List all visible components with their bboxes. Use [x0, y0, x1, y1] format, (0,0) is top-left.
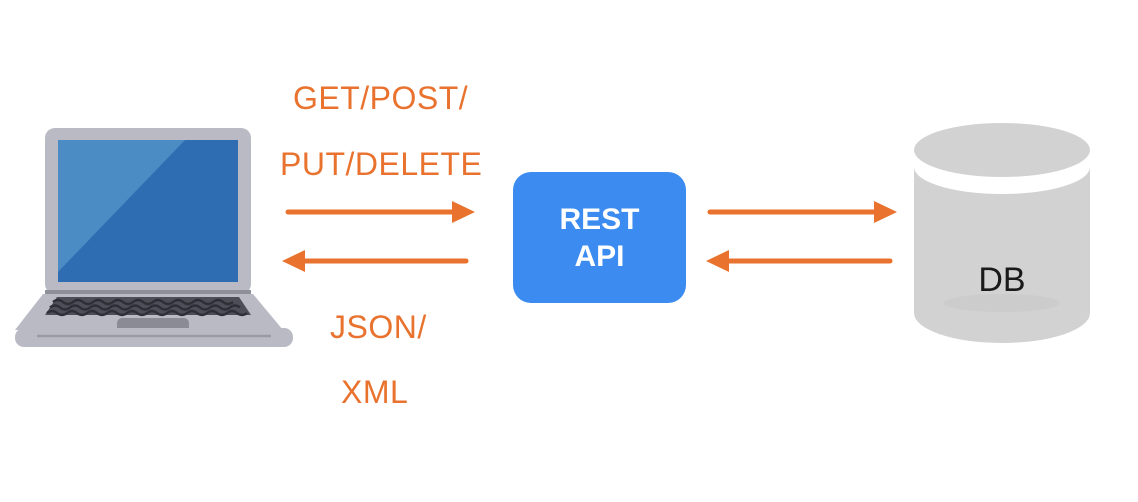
laptop-screen-glare: [58, 140, 185, 272]
laptop-illustration-icon: [15, 128, 293, 347]
request-methods-label-line1: GET/POST/: [293, 80, 469, 116]
rest-api-label-line2: API: [574, 239, 625, 273]
arrow-client-to-api: [285, 201, 475, 223]
arrow-api-to-db: [707, 201, 897, 223]
database-shadow: [944, 294, 1060, 312]
database-cylinder-icon: DB: [914, 123, 1090, 343]
laptop-key-row: [46, 309, 248, 317]
laptop-keyboard: [45, 297, 251, 315]
laptop-hinge: [45, 290, 251, 296]
response-format-label-line1: JSON/: [330, 309, 427, 345]
response-format-label-line2: XML: [341, 374, 409, 410]
database-label: DB: [978, 261, 1025, 299]
laptop-key-row: [52, 298, 234, 306]
arrow-api-to-client: [282, 250, 469, 272]
laptop-key-row: [49, 304, 241, 311]
laptop-bottom-edge: [15, 328, 293, 347]
arrow-db-to-api: [706, 250, 893, 272]
request-methods-label-line2: PUT/DELETE: [280, 146, 483, 182]
database-body: [914, 167, 1090, 343]
rest-api-node: REST API: [513, 172, 686, 303]
database-lid: [914, 123, 1090, 177]
rest-api-label-line1: REST: [559, 202, 640, 236]
